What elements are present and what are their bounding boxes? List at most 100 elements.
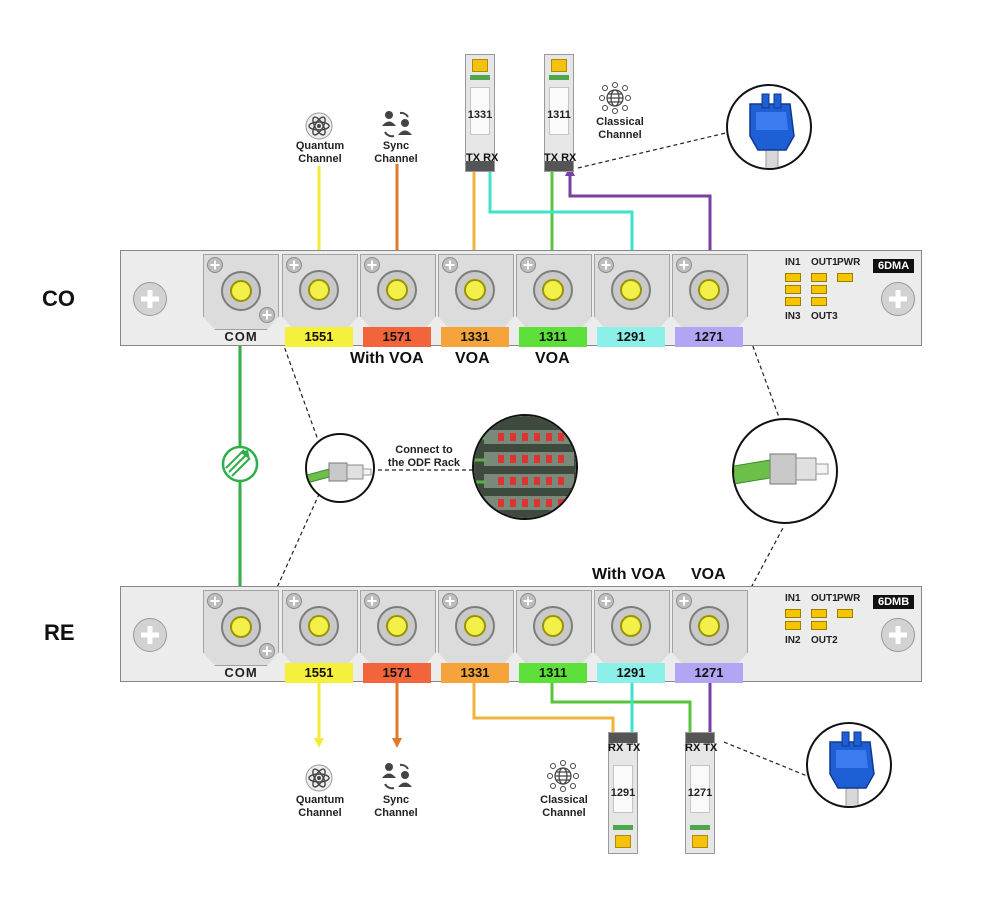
channel-label-1311: 1311 xyxy=(519,663,587,683)
led-label-in-top: IN1 xyxy=(785,257,801,268)
caption-classical-bottom: Classical Channel xyxy=(540,794,588,819)
atom-icon xyxy=(305,764,333,797)
mini-screw-icon xyxy=(598,593,614,609)
port-1271[interactable] xyxy=(689,270,729,310)
model-tag: 6DMA xyxy=(873,259,915,273)
mini-screw-icon xyxy=(364,593,380,609)
led-label-in-bottom: IN2 xyxy=(785,635,801,646)
caption-odf: Connect to the ODF Rack xyxy=(387,444,461,469)
voa-label-1331: VOA xyxy=(455,350,490,367)
channel-label-1311: 1311 xyxy=(519,327,587,347)
mini-screw-icon xyxy=(207,257,223,273)
sfp-port-labels: RX TX xyxy=(608,742,641,754)
model-tag: 6DMB xyxy=(873,595,915,609)
channel-label-1331: 1331 xyxy=(441,327,509,347)
led-label-in-bottom: IN3 xyxy=(785,311,801,322)
led-label-out-bottom: OUT3 xyxy=(811,311,838,322)
callout-lc-bottom xyxy=(723,741,813,779)
port-1311[interactable] xyxy=(533,606,573,646)
caption-quantum-top: Quantum Channel xyxy=(295,140,345,165)
com-label: COM xyxy=(224,665,258,680)
status-led xyxy=(811,609,827,618)
sfp-module-1271[interactable]: 1271 xyxy=(685,732,715,854)
status-led xyxy=(785,621,801,630)
sfp-port-labels: RX TX xyxy=(685,742,718,754)
people-sync-icon xyxy=(380,760,414,797)
mini-screw-icon xyxy=(442,593,458,609)
channel-label-1551: 1551 xyxy=(285,327,353,347)
port-1571[interactable] xyxy=(377,270,417,310)
com-port[interactable] xyxy=(221,607,261,647)
port-1331[interactable] xyxy=(455,270,495,310)
fc-connector-icon xyxy=(305,433,375,503)
people-sync-icon xyxy=(380,108,414,145)
status-led xyxy=(785,609,801,618)
lc-connector-icon xyxy=(806,722,892,808)
fiber-arrows-icon xyxy=(221,445,259,483)
port-1551[interactable] xyxy=(299,270,339,310)
row-label-re: RE xyxy=(44,620,75,645)
channel-label-1331: 1331 xyxy=(441,663,509,683)
channel-label-1291: 1291 xyxy=(597,327,665,347)
rack-screw-icon xyxy=(881,282,915,316)
callout-lc-top xyxy=(577,131,731,169)
co-panel: COM 1551 1571 1331 1311 1291 1271 IN1 OU… xyxy=(120,250,922,347)
sfp-wavelength: 1331 xyxy=(467,109,493,121)
rack-screw-icon xyxy=(133,618,167,652)
channel-label-1271: 1271 xyxy=(675,663,743,683)
port-1291[interactable] xyxy=(611,270,651,310)
voa-label-1271: VOA xyxy=(691,566,726,583)
caption-classical-top: Classical Channel xyxy=(596,116,644,141)
port-1331[interactable] xyxy=(455,606,495,646)
port-1311[interactable] xyxy=(533,270,573,310)
port-1571[interactable] xyxy=(377,606,417,646)
mini-screw-icon xyxy=(520,593,536,609)
mini-screw-icon xyxy=(286,257,302,273)
rack-screw-icon xyxy=(133,282,167,316)
lc-connector-icon xyxy=(726,84,812,170)
atom-icon xyxy=(305,112,333,145)
sfp-module-1291[interactable]: 1291 xyxy=(608,732,638,854)
voa-label-with-voa: With VOA xyxy=(350,350,424,367)
channel-label-1551: 1551 xyxy=(285,663,353,683)
sfp-port-labels: TX RX xyxy=(544,152,577,164)
sfp-wavelength: 1271 xyxy=(687,787,713,799)
sfp-module-1311[interactable]: 1311 xyxy=(544,54,574,172)
re-panel: COM 1551 1571 1331 1311 1291 1271 IN1 OU… xyxy=(120,586,922,683)
status-led xyxy=(837,273,853,282)
mini-screw-icon xyxy=(259,307,275,323)
fc-connector-icon xyxy=(732,418,838,524)
caption-quantum-bottom: Quantum Channel xyxy=(295,794,345,819)
wire-co-1271 xyxy=(568,172,712,288)
status-led xyxy=(785,297,801,306)
led-label-in-top: IN1 xyxy=(785,593,801,604)
led-label-out-top: OUT1 xyxy=(811,257,838,268)
status-led xyxy=(837,609,853,618)
port-1271[interactable] xyxy=(689,606,729,646)
sfp-module-1331[interactable]: 1331 xyxy=(465,54,495,172)
voa-label-1311: VOA xyxy=(535,350,570,367)
rack-screw-icon xyxy=(881,618,915,652)
mini-screw-icon xyxy=(676,593,692,609)
mini-screw-icon xyxy=(520,257,536,273)
mini-screw-icon xyxy=(259,643,275,659)
mini-screw-icon xyxy=(207,593,223,609)
com-port[interactable] xyxy=(221,271,261,311)
arrowhead-sync xyxy=(392,738,402,748)
port-1551[interactable] xyxy=(299,606,339,646)
arrowhead-quantum xyxy=(314,738,324,748)
led-label-pwr: PWR xyxy=(837,593,861,604)
status-led xyxy=(811,621,827,630)
status-led xyxy=(811,273,827,282)
status-led xyxy=(811,285,827,294)
status-led xyxy=(785,273,801,282)
port-1291[interactable] xyxy=(611,606,651,646)
sfp-wavelength: 1311 xyxy=(547,109,571,121)
caption-sync-top: Sync Channel xyxy=(374,140,418,165)
status-led xyxy=(811,297,827,306)
led-label-out-bottom: OUT2 xyxy=(811,635,838,646)
channel-label-1291: 1291 xyxy=(597,663,665,683)
led-label-out-top: OUT1 xyxy=(811,593,838,604)
channel-label-1571: 1571 xyxy=(363,327,431,347)
